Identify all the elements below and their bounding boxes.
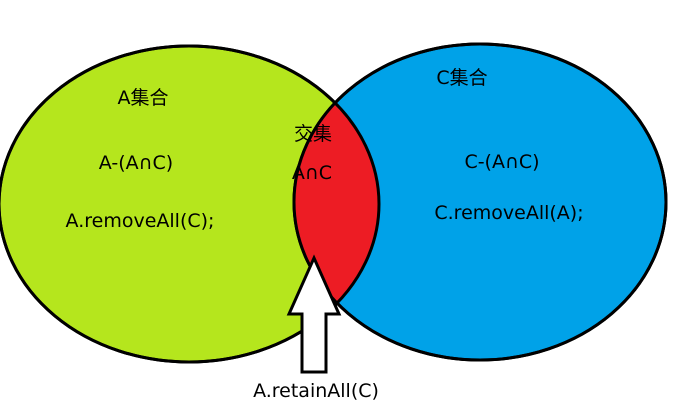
set-c-title: C集合: [436, 67, 487, 89]
set-a-title: A集合: [118, 87, 169, 109]
set-c-code: C.removeAll(A);: [434, 202, 583, 224]
up-arrow-icon: [286, 254, 342, 374]
retain-all-label: A.retainAll(C): [253, 380, 379, 402]
set-a-difference: A-(A∩C): [99, 152, 173, 174]
set-a-code: A.removeAll(C);: [66, 210, 215, 232]
intersection-formula: A∩C: [292, 162, 332, 184]
set-c-outline: [292, 42, 668, 362]
set-c-difference: C-(A∩C): [464, 151, 539, 173]
set-a-outline: [0, 44, 381, 364]
intersection-title: 交集: [294, 123, 332, 145]
